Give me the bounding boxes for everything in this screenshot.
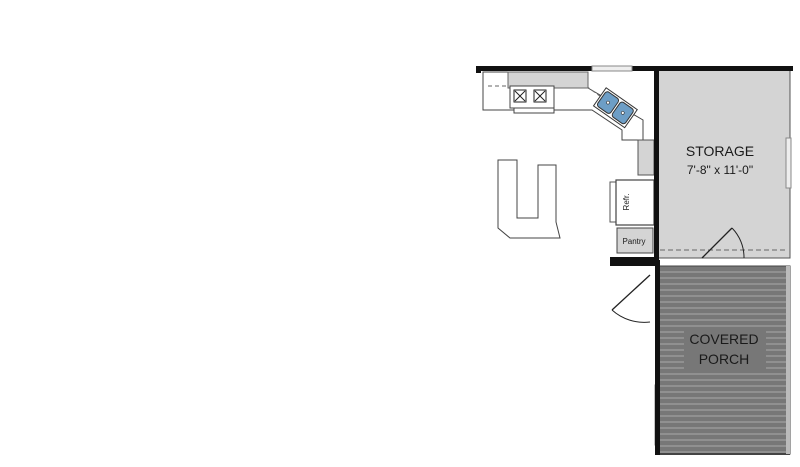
wall-kitchen-storage [654, 66, 659, 264]
refrigerator-label: Refr. [622, 194, 631, 211]
cooktop-icon [509, 85, 555, 109]
storage-window [785, 137, 792, 189]
wall-top-storage [655, 66, 793, 71]
wall-porch-left [655, 260, 660, 455]
storage-room-dimensions: 7'-8" x 11'-0" [687, 163, 753, 177]
kitchen: Refr. Pantry [482, 71, 655, 254]
porch-door[interactable] [611, 274, 651, 323]
burner-left-icon [513, 89, 527, 103]
porch-label-bg [684, 330, 766, 370]
kitchen-island[interactable] [497, 159, 561, 239]
storage-room[interactable] [656, 69, 791, 259]
fridge-door-swing [609, 181, 617, 223]
pantry-label: Pantry [622, 237, 645, 246]
kitchen-window [591, 65, 633, 72]
porch-label-line2: PORCH [699, 351, 750, 367]
pantry[interactable] [616, 227, 654, 254]
refrigerator[interactable] [615, 179, 655, 226]
wall-top-kitchen [476, 66, 659, 71]
wall-top-left-stub [476, 66, 481, 73]
porch-label-line1: COVERED [689, 331, 758, 347]
walls [476, 66, 793, 455]
porch-rail [786, 266, 790, 454]
side-cabinet [637, 139, 655, 176]
storage-room-name: STORAGE [686, 143, 754, 159]
oven-handle [513, 107, 555, 114]
burner-right-icon [533, 89, 547, 103]
sink-icon [592, 87, 638, 129]
wall-lower-stub [610, 257, 659, 266]
storage-door[interactable] [701, 227, 745, 259]
